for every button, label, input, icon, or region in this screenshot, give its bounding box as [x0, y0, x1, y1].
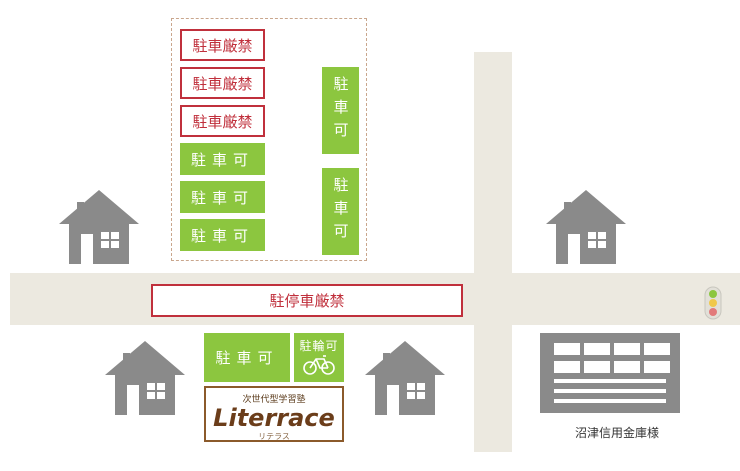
parking-ok-vertical-label: 駐車可: [331, 177, 350, 246]
no-parking-slot: 駐車厳禁: [180, 105, 265, 137]
bicycle-parking-label: 駐輪可: [299, 339, 339, 353]
no-parking-label: 駐車厳禁: [192, 36, 253, 55]
traffic-light-icon: [704, 286, 722, 320]
parking-ok-slot: 駐車可: [180, 219, 265, 251]
no-parking-slot: 駐車厳禁: [180, 67, 265, 99]
school-subtitle: 次世代型学習塾: [242, 395, 306, 405]
parking-ok-label: 駐車可: [215, 349, 279, 367]
house-icon: [546, 190, 626, 264]
house-icon: [59, 190, 139, 264]
parking-ok-slot: 駐車可: [204, 333, 290, 382]
school-name: Literrace: [213, 404, 335, 432]
parking-ok-label: 駐車可: [190, 150, 254, 169]
no-parking-label: 駐車厳禁: [192, 74, 253, 93]
bicycle-icon: [303, 355, 335, 375]
school-kana: リテラス: [258, 432, 290, 441]
no-parking-label: 駐車厳禁: [192, 112, 253, 131]
parking-lot-boundary: [171, 18, 367, 261]
parking-ok-vertical-slot: 駐車可: [322, 168, 359, 255]
parking-ok-vertical-label: 駐車可: [331, 76, 350, 145]
parking-ok-slot: 駐車可: [180, 143, 265, 175]
bank-label: 沼津信用金庫様: [574, 426, 659, 440]
bicycle-parking-slot: 駐輪可: [294, 333, 344, 382]
road-banner-label: 駐停車厳禁: [269, 292, 345, 310]
parking-ok-vertical-slot: 駐車可: [322, 67, 359, 154]
parking-ok-label: 駐車可: [190, 226, 254, 245]
parking-ok-label: 駐車可: [190, 188, 254, 207]
house-icon: [105, 341, 185, 415]
parking-ok-slot: 駐車可: [180, 181, 265, 213]
bank-building-icon: [540, 333, 680, 413]
school-sign: 次世代型学習塾 Literrace リテラス: [204, 386, 344, 442]
road-no-stopping-banner: 駐停車厳禁: [151, 284, 463, 317]
vertical-road: [474, 52, 512, 452]
house-icon: [365, 341, 445, 415]
no-parking-slot: 駐車厳禁: [180, 29, 265, 61]
